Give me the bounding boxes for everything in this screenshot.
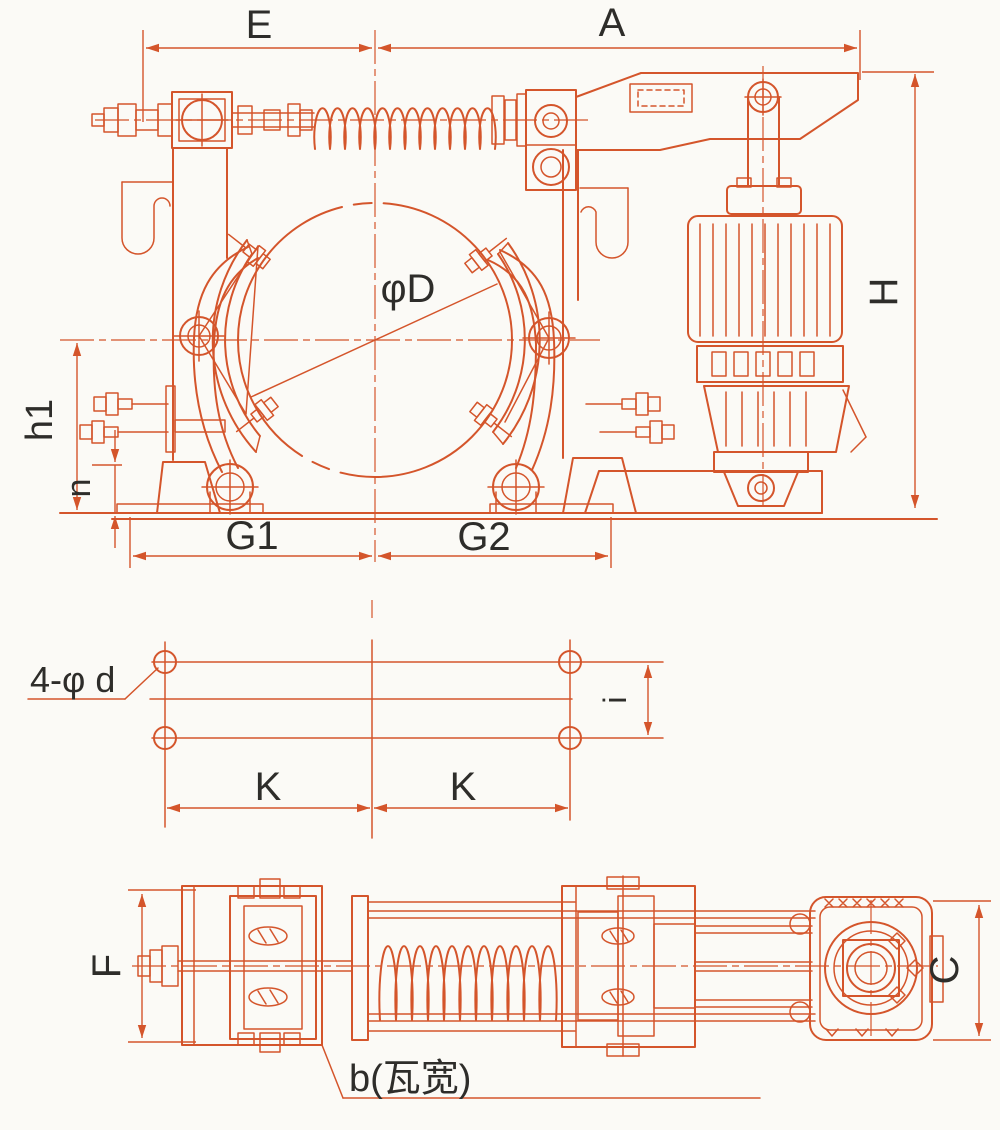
main-coil-spring xyxy=(313,107,497,150)
thruster-top xyxy=(789,896,944,1041)
right-shoe-top xyxy=(561,875,813,1057)
dim-label-c: C xyxy=(923,956,967,985)
dim-label-g2: G2 xyxy=(457,515,510,559)
base-and-bolts xyxy=(59,385,938,520)
brake-arms xyxy=(173,245,576,515)
left-shoe-top xyxy=(137,878,353,1053)
main-dimensions xyxy=(72,30,934,568)
thruster-fins xyxy=(699,223,831,337)
dim-label-h: H xyxy=(862,278,906,307)
dim-label-k1: K xyxy=(255,765,282,809)
right-hook xyxy=(580,187,629,259)
dim-label-g1: G1 xyxy=(225,514,278,558)
top-view: F C b(瓦宽) xyxy=(85,875,991,1100)
decor-chevrons xyxy=(825,1028,899,1037)
dim-label-e: E xyxy=(246,3,273,47)
drum-diameter-label: φD xyxy=(381,267,436,311)
left-hook xyxy=(121,181,171,255)
dim-label-k2: K xyxy=(450,765,477,809)
plan-view: 4-φ d i K K xyxy=(27,600,664,839)
top-bracket xyxy=(575,72,859,151)
mounting-holes-label: 4-φ d xyxy=(30,659,115,700)
mounting-holes xyxy=(153,650,582,750)
frame xyxy=(121,72,859,461)
main-view: E A H h1 n G1 G2 φD xyxy=(19,1,938,568)
decor-x-marks xyxy=(824,898,904,908)
decor-diamonds xyxy=(888,932,924,1004)
dim-label-a: A xyxy=(599,1,626,45)
dim-label-f: F xyxy=(85,954,129,978)
dim-label-n: n xyxy=(60,479,98,498)
dim-label-h1: h1 xyxy=(19,399,61,441)
thruster xyxy=(687,96,867,507)
shoe-bolt-clusters xyxy=(227,233,513,438)
shoe-width-label: b(瓦宽) xyxy=(349,1058,471,1100)
dim-label-i: i xyxy=(597,696,633,703)
release-spring-assembly xyxy=(91,89,577,191)
top-view-spring xyxy=(351,895,816,1041)
